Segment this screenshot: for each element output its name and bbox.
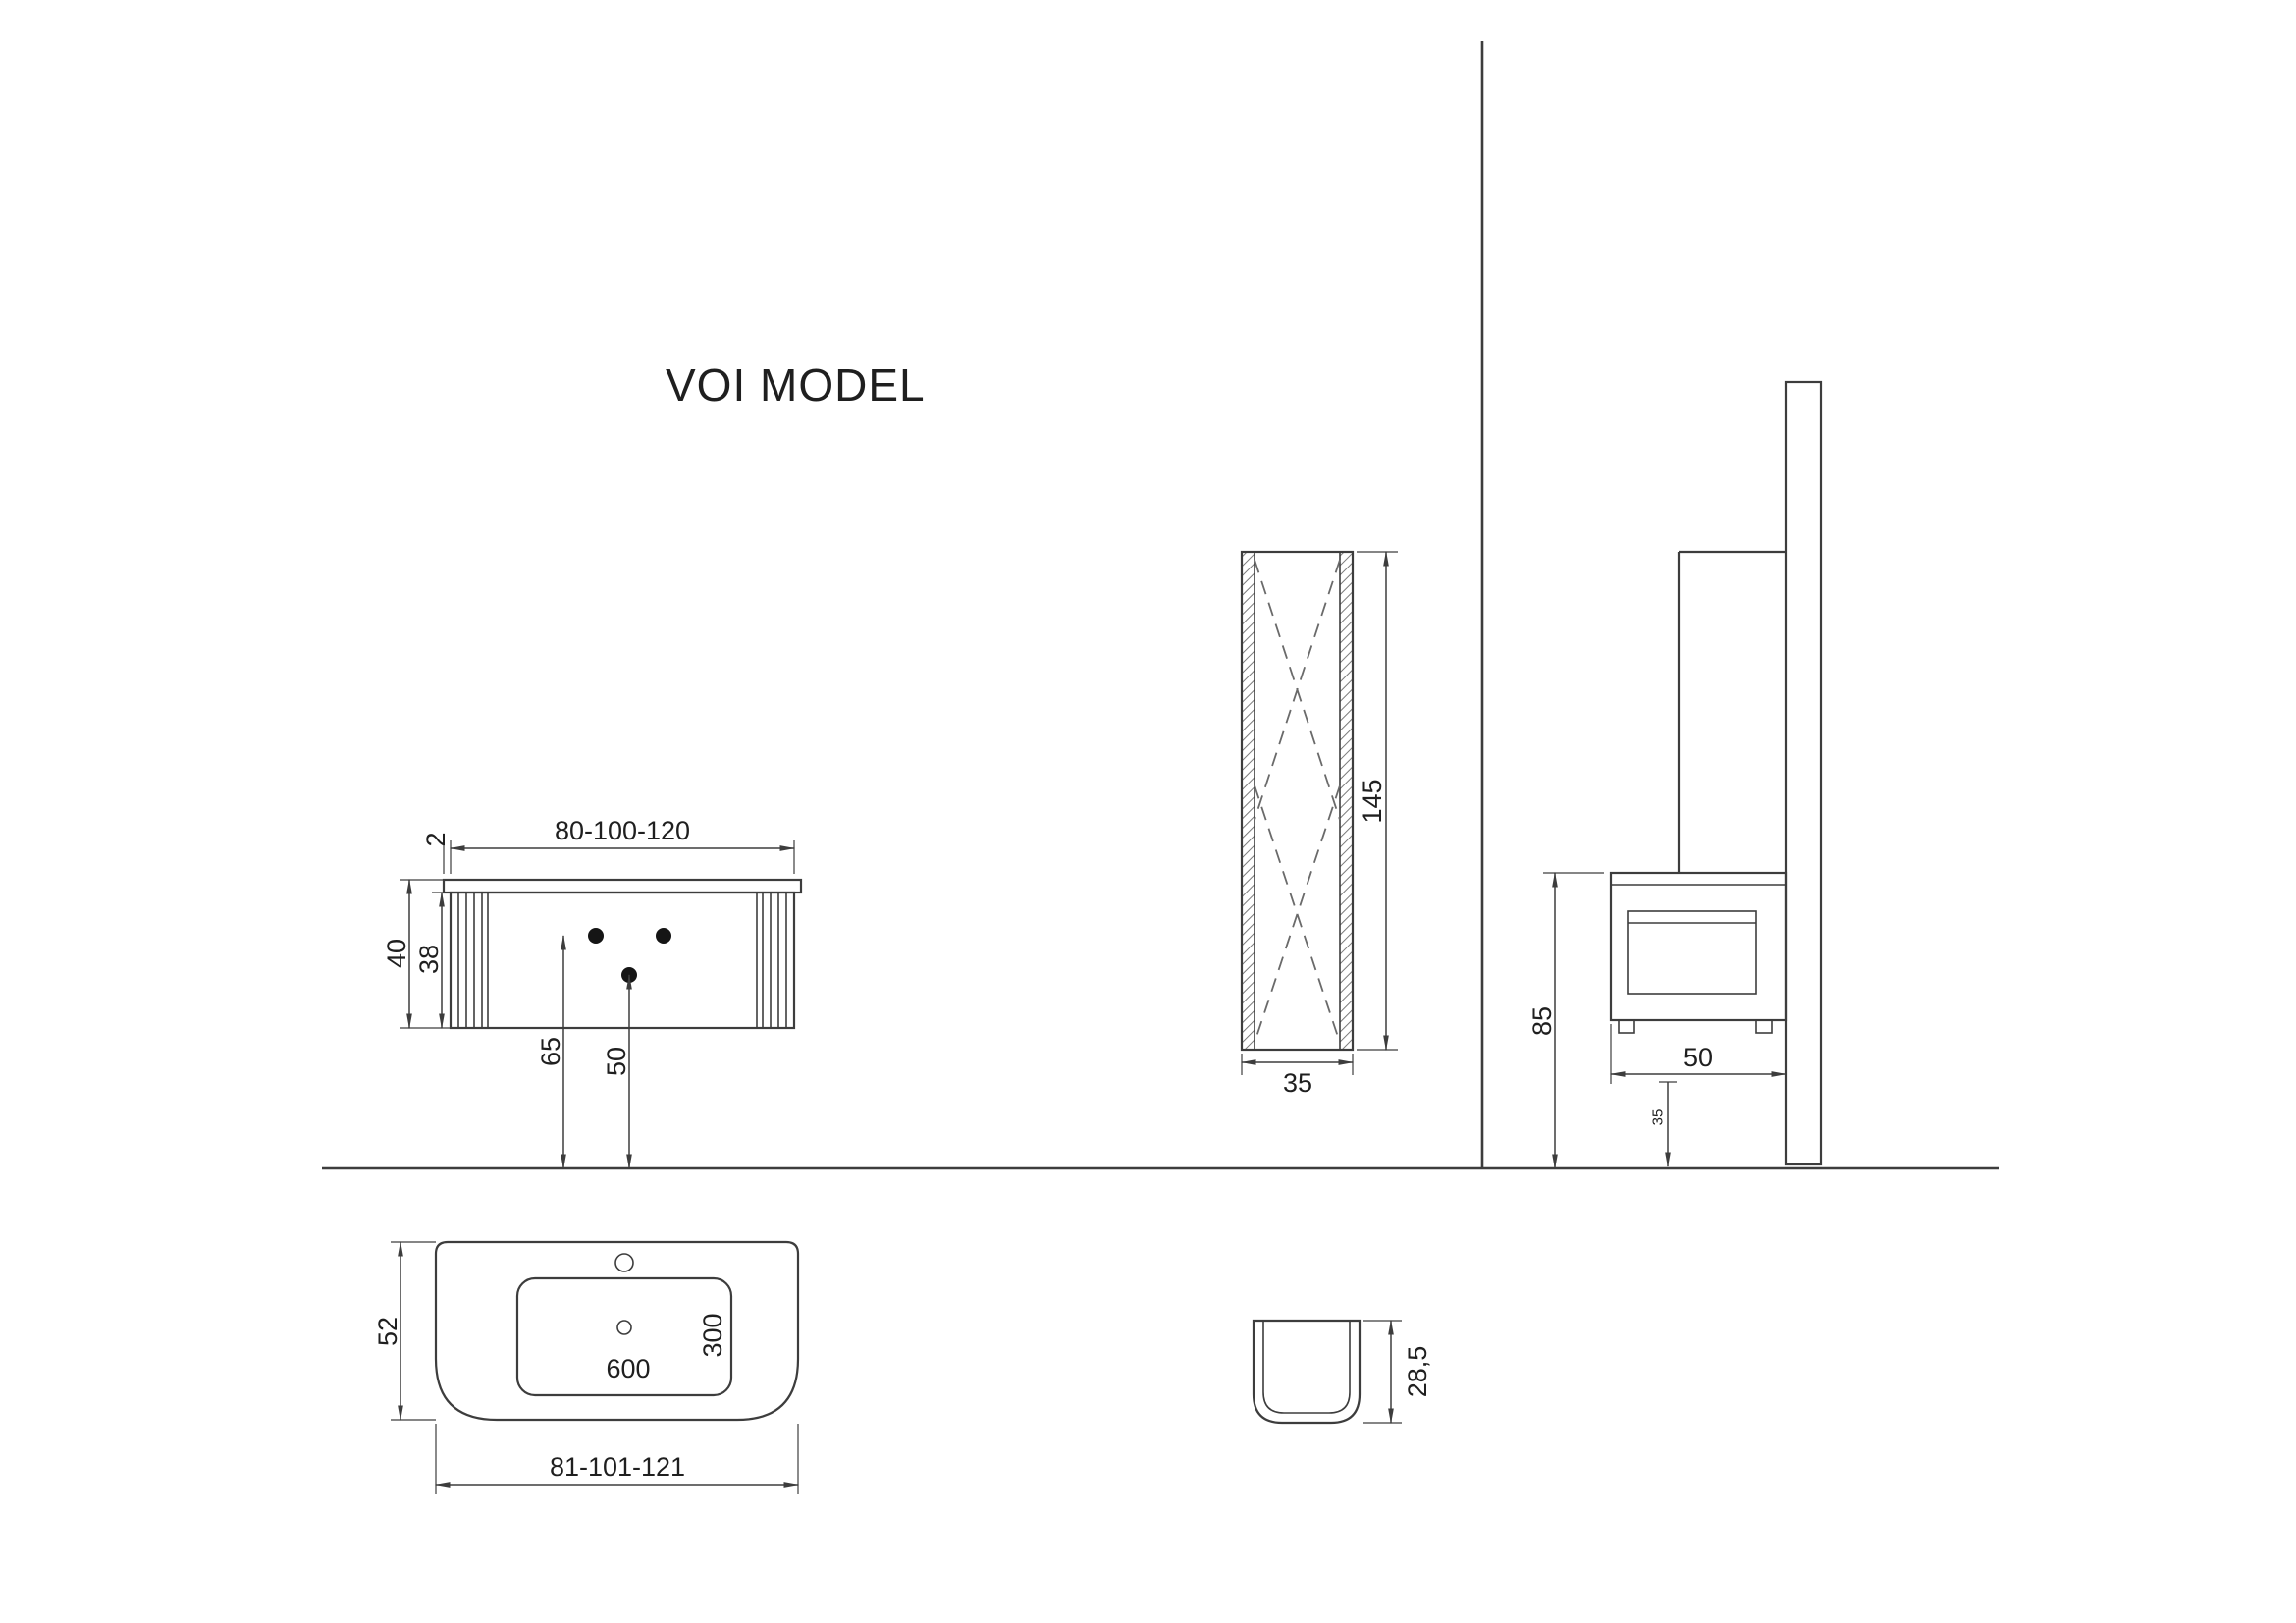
dim-front-height-body: 38 bbox=[414, 891, 451, 1030]
side-view: 85 50 35 bbox=[1527, 380, 1823, 1170]
cabinet-bracket-right bbox=[1755, 1019, 1773, 1034]
countertop-front bbox=[442, 878, 803, 894]
dim-label-side-clearance: 35 bbox=[1650, 1109, 1667, 1126]
fluted-panel-left bbox=[457, 893, 489, 1028]
overflow-hole bbox=[616, 1320, 632, 1335]
dim-label-front-height-body: 38 bbox=[414, 945, 444, 974]
front-view-vanity: 80-100-120 2 40 38 65 50 bbox=[382, 816, 803, 1170]
dim-label-bowl-depth: 300 bbox=[698, 1313, 727, 1357]
back-panel-side bbox=[1784, 380, 1823, 1166]
cabinet-bracket-left bbox=[1618, 1019, 1635, 1034]
dim-column-height: 145 bbox=[1357, 550, 1398, 1052]
dim-column-depth: 35 bbox=[1240, 1054, 1355, 1098]
dim-label-front-overhang: 2 bbox=[421, 832, 451, 846]
dim-front-width: 80-100-120 bbox=[449, 816, 796, 874]
dim-label-column-depth: 35 bbox=[1283, 1068, 1312, 1098]
dim-label-front-height-total: 40 bbox=[382, 939, 411, 968]
dim-label-front-width: 80-100-120 bbox=[555, 816, 690, 845]
basin-profile-inner-wall bbox=[1262, 1321, 1351, 1414]
basin-profile-outline bbox=[1252, 1319, 1362, 1425]
dim-side-depth: 50 bbox=[1609, 1024, 1788, 1084]
column-edge-band-right bbox=[1340, 552, 1353, 1050]
faucet-hole bbox=[614, 1253, 634, 1272]
cabinet-body-front bbox=[449, 891, 796, 1030]
dim-label-side-mount-height: 85 bbox=[1527, 1006, 1557, 1036]
dim-side-mount-height: 85 bbox=[1527, 871, 1604, 1170]
dim-label-column-height: 145 bbox=[1358, 779, 1387, 823]
dim-supply-height: 65 bbox=[536, 934, 566, 1170]
dim-label-side-depth: 50 bbox=[1683, 1043, 1713, 1072]
dim-label-bowl-width: 600 bbox=[606, 1354, 650, 1383]
drawer-side-detail bbox=[1627, 910, 1757, 995]
column-cabinet-view: 145 35 bbox=[1240, 550, 1398, 1098]
dim-basin-depth: 52 bbox=[373, 1240, 436, 1422]
dim-label-drain-height: 50 bbox=[602, 1047, 631, 1076]
dim-label-supply-height: 65 bbox=[536, 1037, 565, 1066]
dim-basin-width: 81-101-121 bbox=[434, 1424, 800, 1494]
dim-drain-height: 50 bbox=[602, 973, 632, 1170]
dim-basin-profile-height: 28,5 bbox=[1363, 1319, 1432, 1425]
mount-hole-left bbox=[588, 928, 604, 944]
mount-hole-right bbox=[656, 928, 671, 944]
door-swing-dashes bbox=[1254, 559, 1341, 1044]
dim-side-clearance: 35 bbox=[1650, 1081, 1677, 1168]
basin-outer-outline bbox=[434, 1240, 800, 1422]
column-outline bbox=[1240, 550, 1355, 1052]
dim-front-height-total: 40 bbox=[382, 878, 451, 1030]
basin-top-view: 600 300 52 81-101-121 bbox=[373, 1240, 800, 1494]
drawing-title: VOI MODEL bbox=[666, 359, 926, 410]
basin-bowl-outline bbox=[515, 1276, 733, 1397]
fluted-panel-right bbox=[756, 893, 787, 1028]
dim-front-overhang: 2 bbox=[421, 832, 451, 874]
dim-label-basin-depth: 52 bbox=[373, 1317, 402, 1346]
dim-label-basin-width: 81-101-121 bbox=[550, 1452, 685, 1482]
column-edge-band-left bbox=[1242, 552, 1255, 1050]
cabinet-side-outline bbox=[1609, 871, 1788, 1022]
basin-side-profile: 28,5 bbox=[1252, 1319, 1432, 1425]
dim-label-basin-profile-height: 28,5 bbox=[1403, 1346, 1432, 1398]
